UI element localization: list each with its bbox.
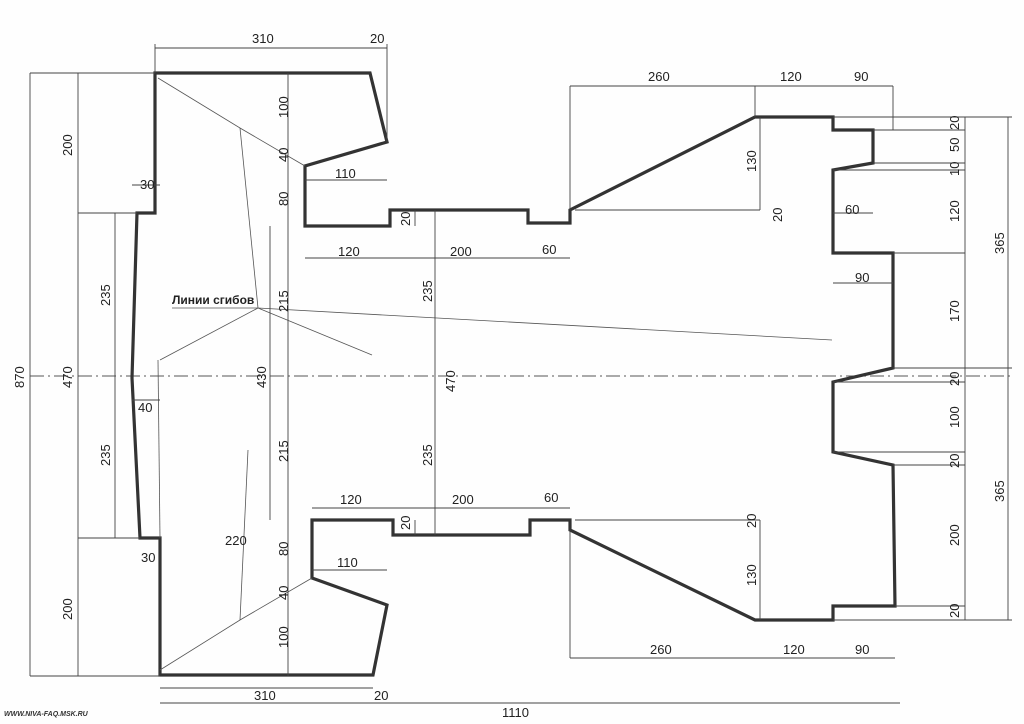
dim-right-260-bottom: 260	[650, 642, 672, 657]
dim-365-bottom: 365	[992, 480, 1007, 502]
dim-r-50: 50	[947, 138, 962, 152]
dim-mid-20-top: 20	[398, 212, 413, 226]
dim-notch-110-bottom: 110	[337, 555, 358, 570]
dim-flap-30-top: 30	[140, 177, 154, 192]
dim-r-120: 120	[947, 200, 962, 222]
dim-r-20a: 20	[947, 116, 962, 130]
dim-notch-40: 40	[276, 148, 291, 162]
dim-notch-100: 100	[276, 96, 291, 118]
dim-notch-110: 110	[335, 166, 356, 181]
dim-right-130-bottom: 130	[744, 564, 759, 586]
dim-200-top: 200	[60, 134, 75, 156]
dim-right-120-bottom: 120	[783, 642, 805, 657]
dim-470-left: 470	[60, 366, 75, 388]
dim-365-top: 365	[992, 232, 1007, 254]
dim-215-bottom: 215	[276, 440, 291, 462]
dim-430: 430	[254, 366, 269, 388]
dim-notch-40-bottom: 40	[276, 586, 291, 600]
dim-flap-30-bottom: 30	[141, 550, 155, 565]
dim-200-bottom: 200	[60, 598, 75, 620]
dim-r-100: 100	[947, 406, 962, 428]
dim-mid-60-bottom: 60	[544, 490, 558, 505]
dim-mid-200-bottom: 200	[452, 492, 474, 507]
dim-mid-470: 470	[443, 370, 458, 392]
dim-r-20b: 20	[947, 372, 962, 386]
pattern-outline	[130, 71, 897, 677]
dim-right-90-bottom: 90	[855, 642, 869, 657]
dim-mid-235-bottom: 235	[420, 444, 435, 466]
dim-right-260-top: 260	[648, 69, 670, 84]
dim-870: 870	[12, 366, 27, 388]
dim-r-200: 200	[947, 524, 962, 546]
dim-right-20-bottom: 20	[744, 514, 759, 528]
dim-bulge-40: 40	[138, 400, 152, 415]
dim-right-130-top: 130	[744, 150, 759, 172]
fold-lines	[157, 77, 833, 671]
dim-top-310: 310	[252, 31, 274, 46]
dim-overall-1110: 1110	[502, 705, 529, 720]
dim-right-120-top: 120	[780, 69, 802, 84]
dim-220: 220	[225, 533, 247, 548]
dim-r-10: 10	[947, 162, 962, 176]
dim-235-left-top: 235	[98, 284, 113, 306]
dim-mid-20-bottom: 20	[398, 516, 413, 530]
dim-r-170: 170	[947, 300, 962, 322]
watermark: WWW.NIVA-FAQ.MSK.RU	[4, 711, 89, 718]
fold-lines-label: Линии сгибов	[172, 293, 254, 307]
dim-notch-60: 60	[845, 202, 859, 217]
dim-r-20d: 20	[947, 604, 962, 618]
dim-bottom-20: 20	[374, 688, 388, 703]
dim-r-20c: 20	[947, 454, 962, 468]
dim-top-20: 20	[370, 31, 384, 46]
dim-notch-100-bottom: 100	[276, 626, 291, 648]
dim-width-90: 90	[855, 270, 869, 285]
dim-right-20-top: 20	[770, 208, 785, 222]
dim-mid-200-top: 200	[450, 244, 472, 259]
dimension-lines	[29, 44, 1012, 704]
dim-step-80: 80	[276, 192, 291, 206]
dim-mid-120-bottom: 120	[340, 492, 362, 507]
dim-mid-120-top: 120	[338, 244, 360, 259]
dim-step-80-bottom: 80	[276, 542, 291, 556]
dim-mid-60-top: 60	[542, 242, 556, 257]
dim-235-left-bottom: 235	[98, 444, 113, 466]
dim-mid-235-top: 235	[420, 280, 435, 302]
dim-bottom-310: 310	[254, 688, 276, 703]
dim-right-90-top: 90	[854, 69, 868, 84]
dim-215-top: 215	[276, 290, 291, 312]
